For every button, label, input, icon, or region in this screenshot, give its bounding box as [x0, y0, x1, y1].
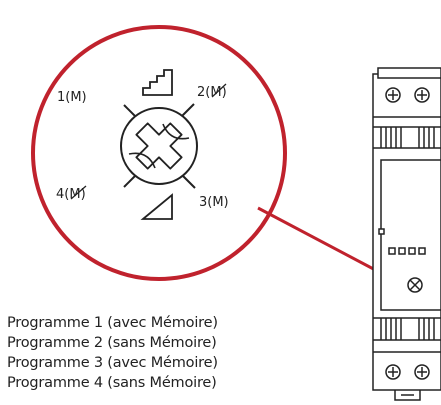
terminal-screw-icon [414, 364, 430, 380]
dial-tick-top-right [180, 103, 195, 118]
terminal-screw-icon [385, 364, 401, 380]
program-dial: 1(M) 2(M) 4(M) 3(M) [56, 69, 229, 220]
din-rail-module [372, 67, 441, 401]
program-item-2: Programme 2 (sans Mémoire) [7, 335, 217, 351]
rotary-selector-icon [120, 107, 198, 185]
strike-mark-2 [211, 83, 227, 98]
dial-label-1: 1(M) [57, 90, 87, 105]
cooling-ribs-top [373, 126, 441, 149]
stairs-icon [142, 69, 173, 96]
terminal-screw-icon [385, 87, 401, 103]
program-item-1: Programme 1 (avec Mémoire) [7, 315, 218, 331]
dial-label-4: 4(M) [56, 187, 86, 202]
indicator-squares [388, 247, 426, 255]
terminal-screw-icon [414, 87, 430, 103]
dial-label-3: 3(M) [199, 195, 229, 210]
dial-tick-bottom-right [181, 174, 196, 189]
strike-mark-4 [70, 185, 87, 200]
ramp-icon [140, 193, 173, 220]
indicator-led [378, 228, 385, 235]
program-item-3: Programme 3 (avec Mémoire) [7, 355, 218, 371]
magnifier-callout [31, 25, 406, 286]
module-top-cap [377, 67, 441, 79]
din-clip [394, 390, 421, 401]
cooling-ribs-bottom [373, 317, 441, 341]
struck-m-4: M [69, 187, 80, 202]
module-selector-icon [407, 277, 423, 293]
program-item-4: Programme 4 (sans Mémoire) [7, 375, 217, 391]
program-list: Programme 1 (avec Mémoire) Programme 2 (… [7, 313, 218, 393]
